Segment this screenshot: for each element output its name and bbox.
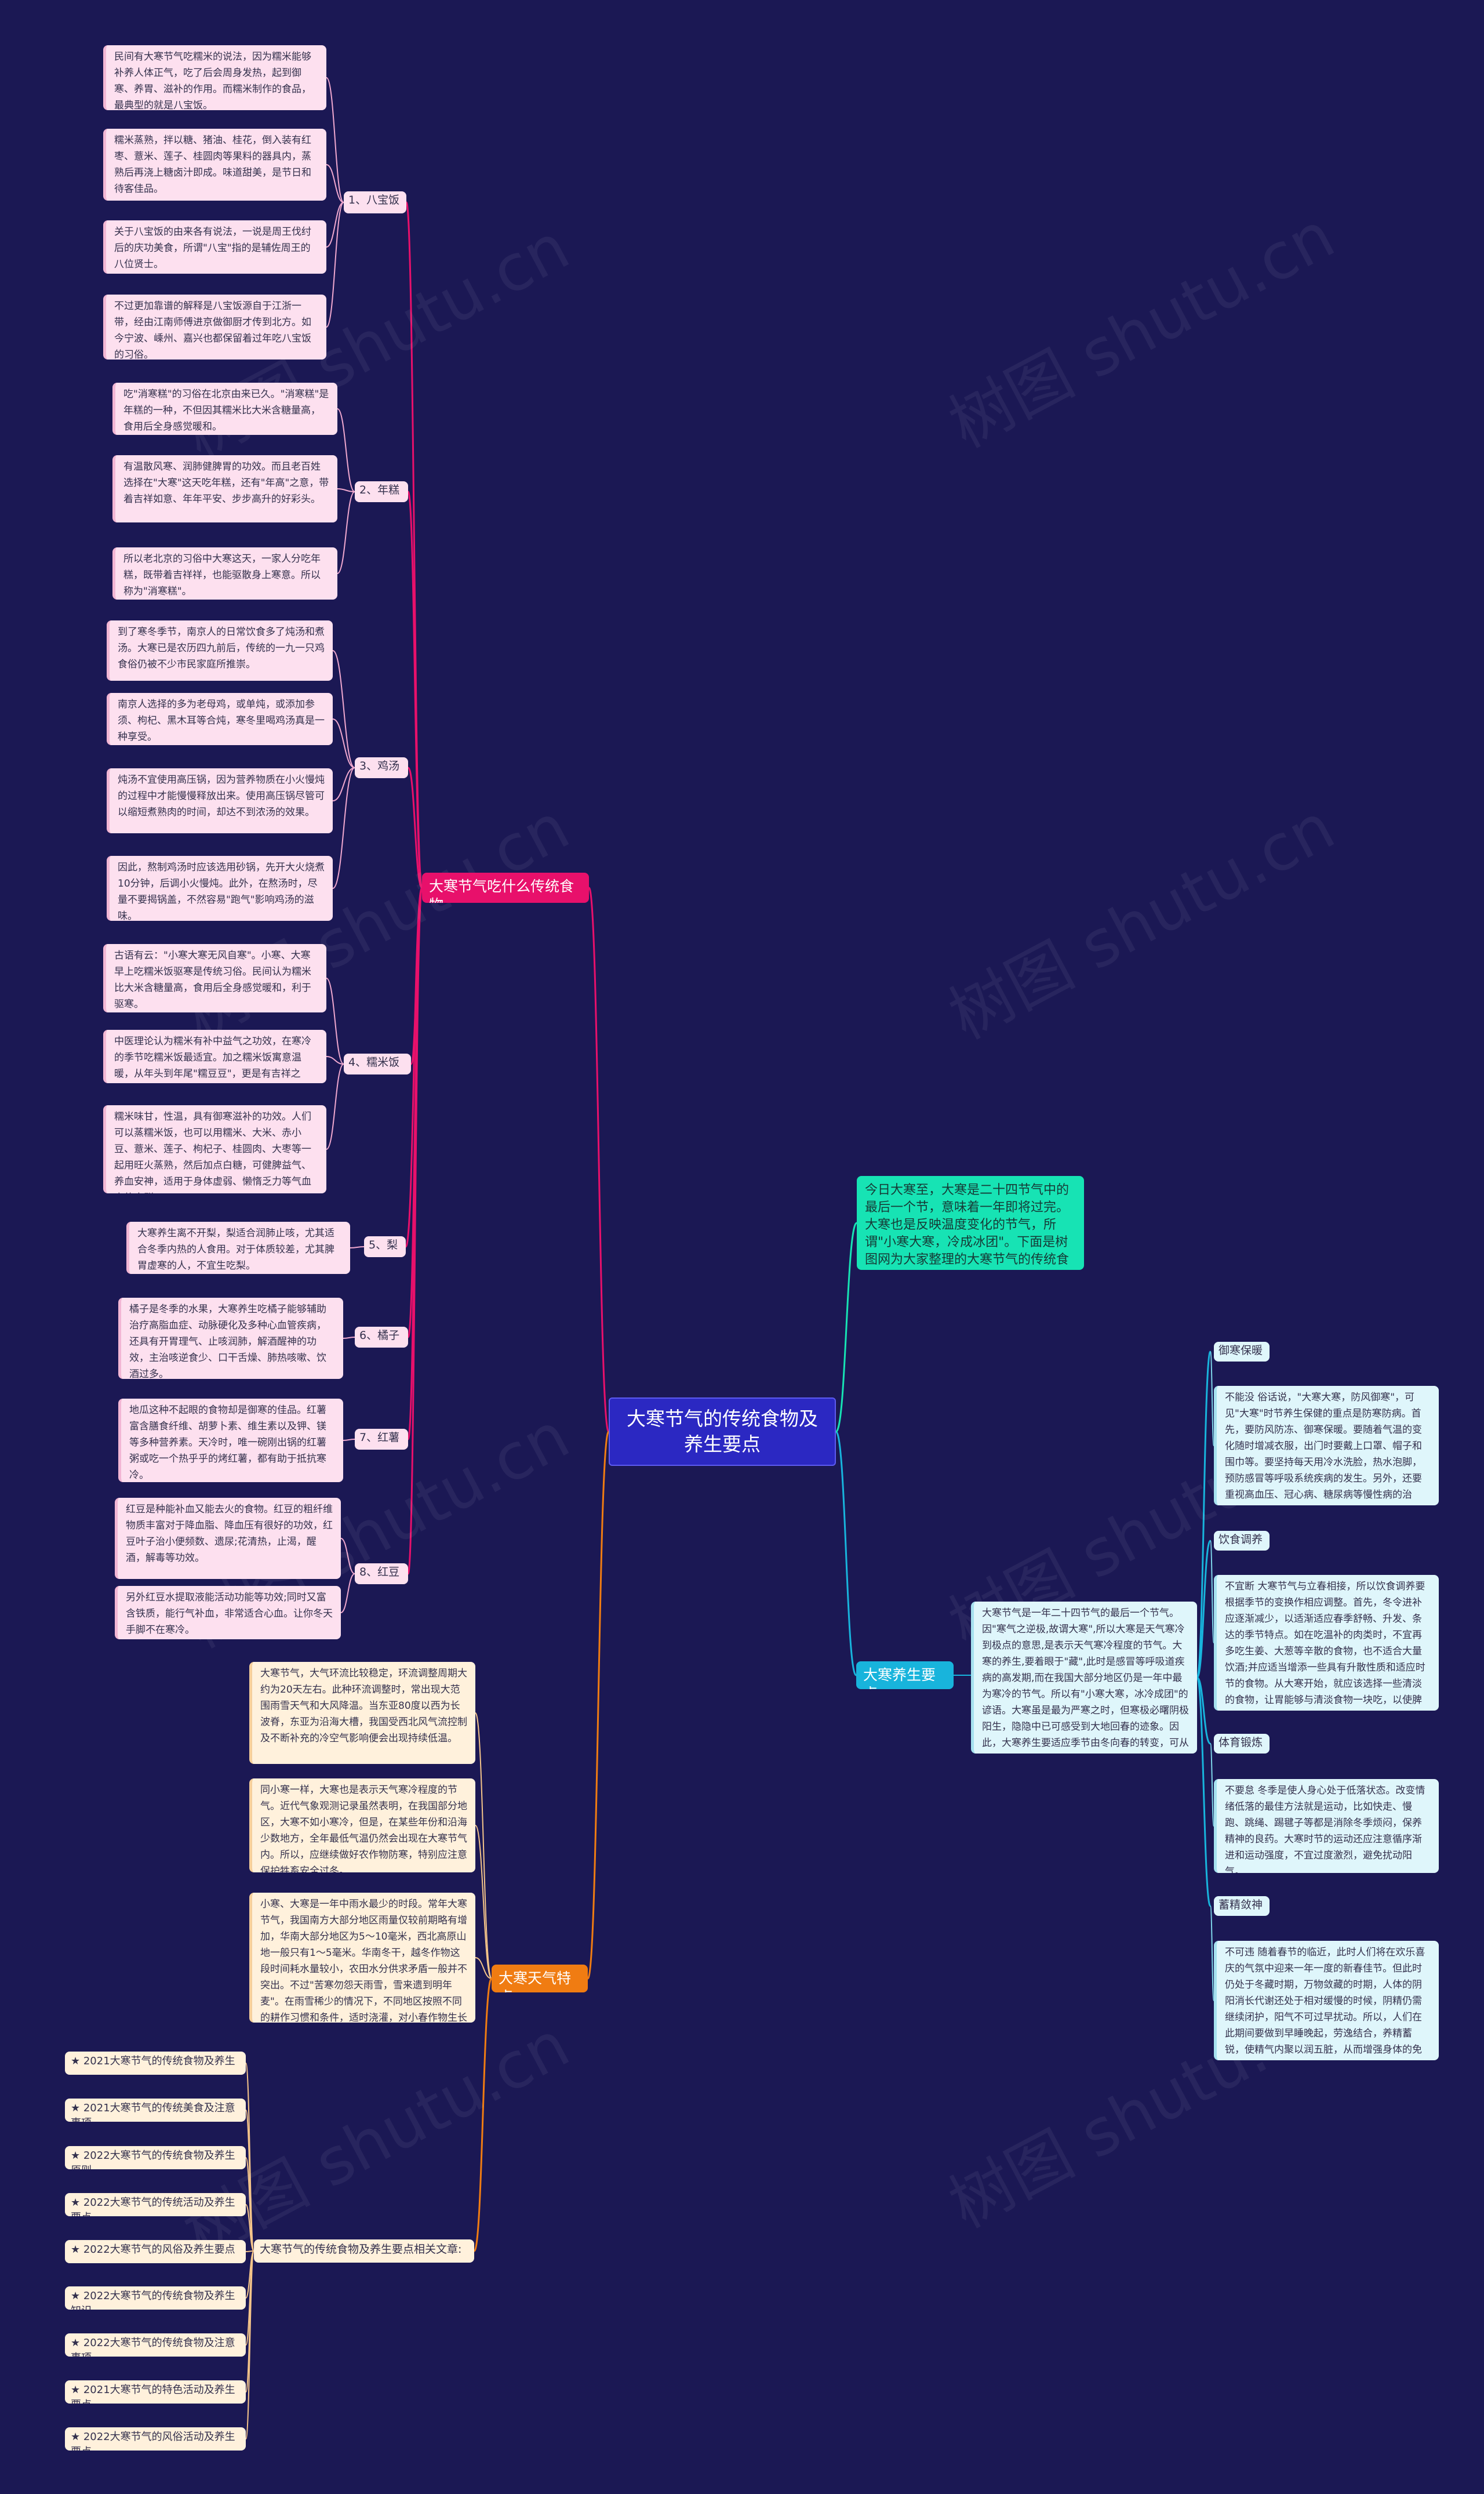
health-sub-topic[interactable]: 御寒保暖 — [1214, 1342, 1270, 1362]
health-detail-card[interactable]: 不要怠 冬季是使人身心处于低落状态。改变情绪低落的最佳方法就是运动，比如快走、慢… — [1214, 1779, 1439, 1873]
related-article-link[interactable]: ★ 2022大寒节气的传统食物及注意事项 — [65, 2333, 246, 2357]
related-article-link[interactable]: ★ 2022大寒节气的风俗及养生要点 — [65, 2240, 246, 2263]
food-detail-card[interactable]: 古语有云："小寒大寒无风自寒"。小寒、大寒早上吃糯米饭驱寒是传统习俗。民间认为糯… — [103, 944, 326, 1012]
food-detail-card[interactable]: 吃"消寒糕"的习俗在北京由来已久。"消寒糕"是年糕的一种，不但因其糯米比大米含糖… — [112, 383, 337, 435]
food-detail-card[interactable]: 糯米蒸熟，拌以糖、猪油、桂花，倒入装有红枣、薏米、莲子、桂圆肉等果料的器具内，蒸… — [103, 129, 326, 201]
link-line — [326, 202, 344, 248]
weather-detail-card[interactable]: 小寒、大寒是一年中雨水最少的时段。常年大寒节气，我国南方大部分地区雨量仅较前期略… — [249, 1893, 475, 2023]
food-sub-topic[interactable]: 3、鸡汤 — [355, 757, 408, 778]
food-sub-topic[interactable]: 2、年糕 — [355, 481, 408, 502]
link-line — [337, 491, 355, 574]
food-sub-topic[interactable]: 5、梨 — [364, 1236, 406, 1257]
root-topic[interactable]: 大寒节气的传统食物及养生要点 — [609, 1397, 836, 1466]
health-detail-card[interactable]: 不能没 俗话说，"大寒大寒，防风御寒"，可见"大寒"时节养生保健的重点是防寒防病… — [1214, 1386, 1439, 1505]
link-line — [1196, 1676, 1212, 1907]
link-line — [407, 491, 423, 889]
food-detail-card[interactable]: 地瓜这种不起眼的食物却是御寒的佳品。红薯富含膳食纤维、胡萝卜素、维生素以及钾、镁… — [118, 1399, 343, 1482]
food-detail-card[interactable]: 另外红豆水提取液能活动功能等功效;同时又富含铁质，能行气补血，非常适合心血。让你… — [115, 1586, 341, 1639]
link-line — [1196, 1351, 1212, 1679]
link-line — [332, 650, 355, 768]
link-line — [1210, 1540, 1214, 1643]
link-line — [1196, 1676, 1212, 1745]
food-detail-card[interactable]: 有温散风寒、润肺健脾胃的功效。而且老百姓选择在"大寒"这天吃年糕，还有"年高"之… — [112, 455, 337, 522]
health-sub-topic[interactable]: 蓄精敛神 — [1214, 1896, 1270, 1916]
related-article-link[interactable]: ★ 2022大寒节气的传统食物及养生原则 — [65, 2146, 246, 2169]
related-article-link[interactable]: ★ 2021大寒节气的传统美食及注意事项 — [65, 2099, 246, 2122]
link-line — [587, 1431, 610, 1980]
health-branch-label[interactable]: 大寒养生要点 — [856, 1661, 954, 1689]
weather-branch-label[interactable]: 大寒天气特点 — [492, 1965, 588, 1992]
health-sub-topic[interactable]: 饮食调养 — [1214, 1531, 1270, 1551]
food-detail-card[interactable]: 关于八宝饭的由来各有说法，一说是周王伐纣后的庆功美食，所谓"八宝"指的是辅佐周王… — [103, 220, 326, 274]
food-sub-topic[interactable]: 8、红豆 — [355, 1563, 408, 1584]
food-detail-card[interactable]: 所以老北京的习俗中大寒这天，一家人分吃年糕，既带着吉祥祥，也能驱散身上寒意。所以… — [112, 547, 337, 600]
food-detail-card[interactable]: 中医理论认为糯米有补中益气之功效，在寒冷的季节吃糯米饭最适宜。加之糯米饭寓意温暖… — [103, 1030, 326, 1083]
food-detail-card[interactable]: 民间有大寒节气吃糯米的说法，因为糯米能够补养人体正气，吃了后会周身发热，起到御寒… — [103, 45, 326, 110]
link-line — [326, 1063, 344, 1150]
related-article-link[interactable]: ★ 2021大寒节气的传统食物及养生 — [65, 2052, 246, 2075]
food-sub-topic[interactable]: 7、红薯 — [355, 1429, 408, 1450]
link-line — [326, 164, 344, 203]
weather-detail-card[interactable]: 大寒节气，大气环流比较稳定，环流调整周期大约为20天左右。此种环流调整时，常出现… — [249, 1662, 475, 1764]
link-line — [475, 1957, 492, 1979]
link-line — [407, 887, 423, 1575]
related-article-link[interactable]: ★ 2022大寒节气的传统食物及养生知识 — [65, 2286, 246, 2310]
health-detail-card[interactable]: 不宜断 大寒节气与立春相接，所以饮食调养要根据季节的变换作相应调整。首先，冬令进… — [1214, 1575, 1439, 1711]
link-line — [326, 202, 344, 328]
food-detail-card[interactable]: 到了寒冬季节，南京人的日常饮食多了炖汤和煮汤。大寒已是农历四九前后，传统的一九一… — [107, 620, 333, 681]
link-line — [835, 1222, 858, 1433]
food-detail-card[interactable]: 因此，熬制鸡汤时应该选用砂锅，先开大火烧煮10分钟，后调小火慢炖。此外，在熬汤时… — [107, 856, 333, 921]
food-sub-topic[interactable]: 4、糯米饭 — [344, 1054, 411, 1074]
food-detail-card[interactable]: 大寒养生离不开梨，梨适合润肺止咳，尤其适合冬季内热的人食用。对于体质较差，尤其脾… — [126, 1222, 350, 1274]
related-article-link[interactable]: ★ 2021大寒节气的特色活动及养生要点 — [65, 2380, 246, 2404]
related-articles-heading[interactable]: 大寒节气的传统食物及养生要点相关文章: — [254, 2239, 474, 2263]
link-line — [1210, 1351, 1214, 1446]
link-line — [1210, 1905, 1214, 2001]
health-sub-topic[interactable]: 体育锻炼 — [1214, 1734, 1270, 1754]
link-line — [588, 887, 610, 1433]
food-detail-card[interactable]: 南京人选择的多为老母鸡，或单炖，或添加参须、枸杞、黑木耳等合炖，寒冬里喝鸡汤真是… — [107, 693, 333, 745]
link-line — [337, 408, 355, 492]
link-line — [340, 1573, 355, 1613]
link-line — [337, 488, 355, 492]
link-line — [350, 1246, 365, 1248]
food-sub-topic[interactable]: 6、橘子 — [355, 1327, 408, 1348]
link-line — [245, 2204, 254, 2252]
link-line — [475, 1825, 492, 1979]
food-detail-card[interactable]: 炖汤不宜使用高压锅，因为营养物质在小火慢炖的过程中才能慢慢释放出来。使用高压锅尽… — [107, 768, 333, 833]
link-line — [340, 1538, 355, 1574]
link-line — [332, 767, 355, 889]
link-line — [326, 1056, 344, 1065]
link-line — [343, 1337, 355, 1339]
link-line — [1210, 1743, 1214, 1827]
link-line — [245, 2250, 254, 2439]
related-article-link[interactable]: ★ 2022大寒节气的传统活动及养生要点 — [65, 2193, 246, 2216]
link-line — [473, 1977, 493, 2252]
link-line — [326, 978, 344, 1065]
food-detail-card[interactable]: 橘子是冬季的水果，大寒养生吃橘子能够辅助治疗高脂血症、动脉硬化及多种心血管疾病，… — [118, 1298, 343, 1379]
food-detail-card[interactable]: 糯米味甘，性温，具有御寒滋补的功效。人们可以蒸糯米饭，也可以用糯米、大米、赤小豆… — [103, 1105, 326, 1193]
link-line — [332, 718, 355, 768]
link-line — [835, 1431, 857, 1676]
health-detail-card[interactable]: 不可违 随着春节的临近，此时人们将在欢乐喜庆的气氛中迎来一年一度的新春佳节。但此… — [1214, 1941, 1439, 2060]
health-summary-card[interactable]: 大寒节气是一年二十四节气的最后一个节气。因"寒气之逆极,故谓大寒",所以大寒是天… — [971, 1602, 1197, 1754]
link-line — [326, 77, 344, 203]
link-line — [407, 767, 423, 889]
intro-summary[interactable]: 今日大寒至，大寒是二十四节气中的最后一个节，意味着一年即将过完。大寒也是反映温度… — [857, 1176, 1084, 1270]
link-line — [343, 1439, 355, 1441]
weather-detail-card[interactable]: 同小寒一样，大寒也是表示天气寒冷程度的节气。近代气象观测记录虽然表明，在我国部分… — [249, 1778, 475, 1872]
food-detail-card[interactable]: 红豆是种能补血又能去火的食物。红豆的粗纤维物质丰富对于降血脂、降血压有很好的功效… — [115, 1498, 341, 1579]
link-line — [332, 767, 355, 801]
link-line — [405, 201, 423, 889]
related-article-link[interactable]: ★ 2022大寒节气的风俗活动及养生要点 — [65, 2427, 246, 2451]
food-branch-label[interactable]: 大寒节气吃什么传统食物 — [422, 873, 589, 903]
link-line — [475, 1712, 492, 1979]
food-sub-topic[interactable]: 1、八宝饭 — [344, 191, 406, 213]
link-line — [1196, 1540, 1212, 1679]
food-detail-card[interactable]: 不过更加靠谱的解释是八宝饭源自于江浙一带，经由江南师傅进京做御厨才传到北方。如今… — [103, 295, 326, 360]
